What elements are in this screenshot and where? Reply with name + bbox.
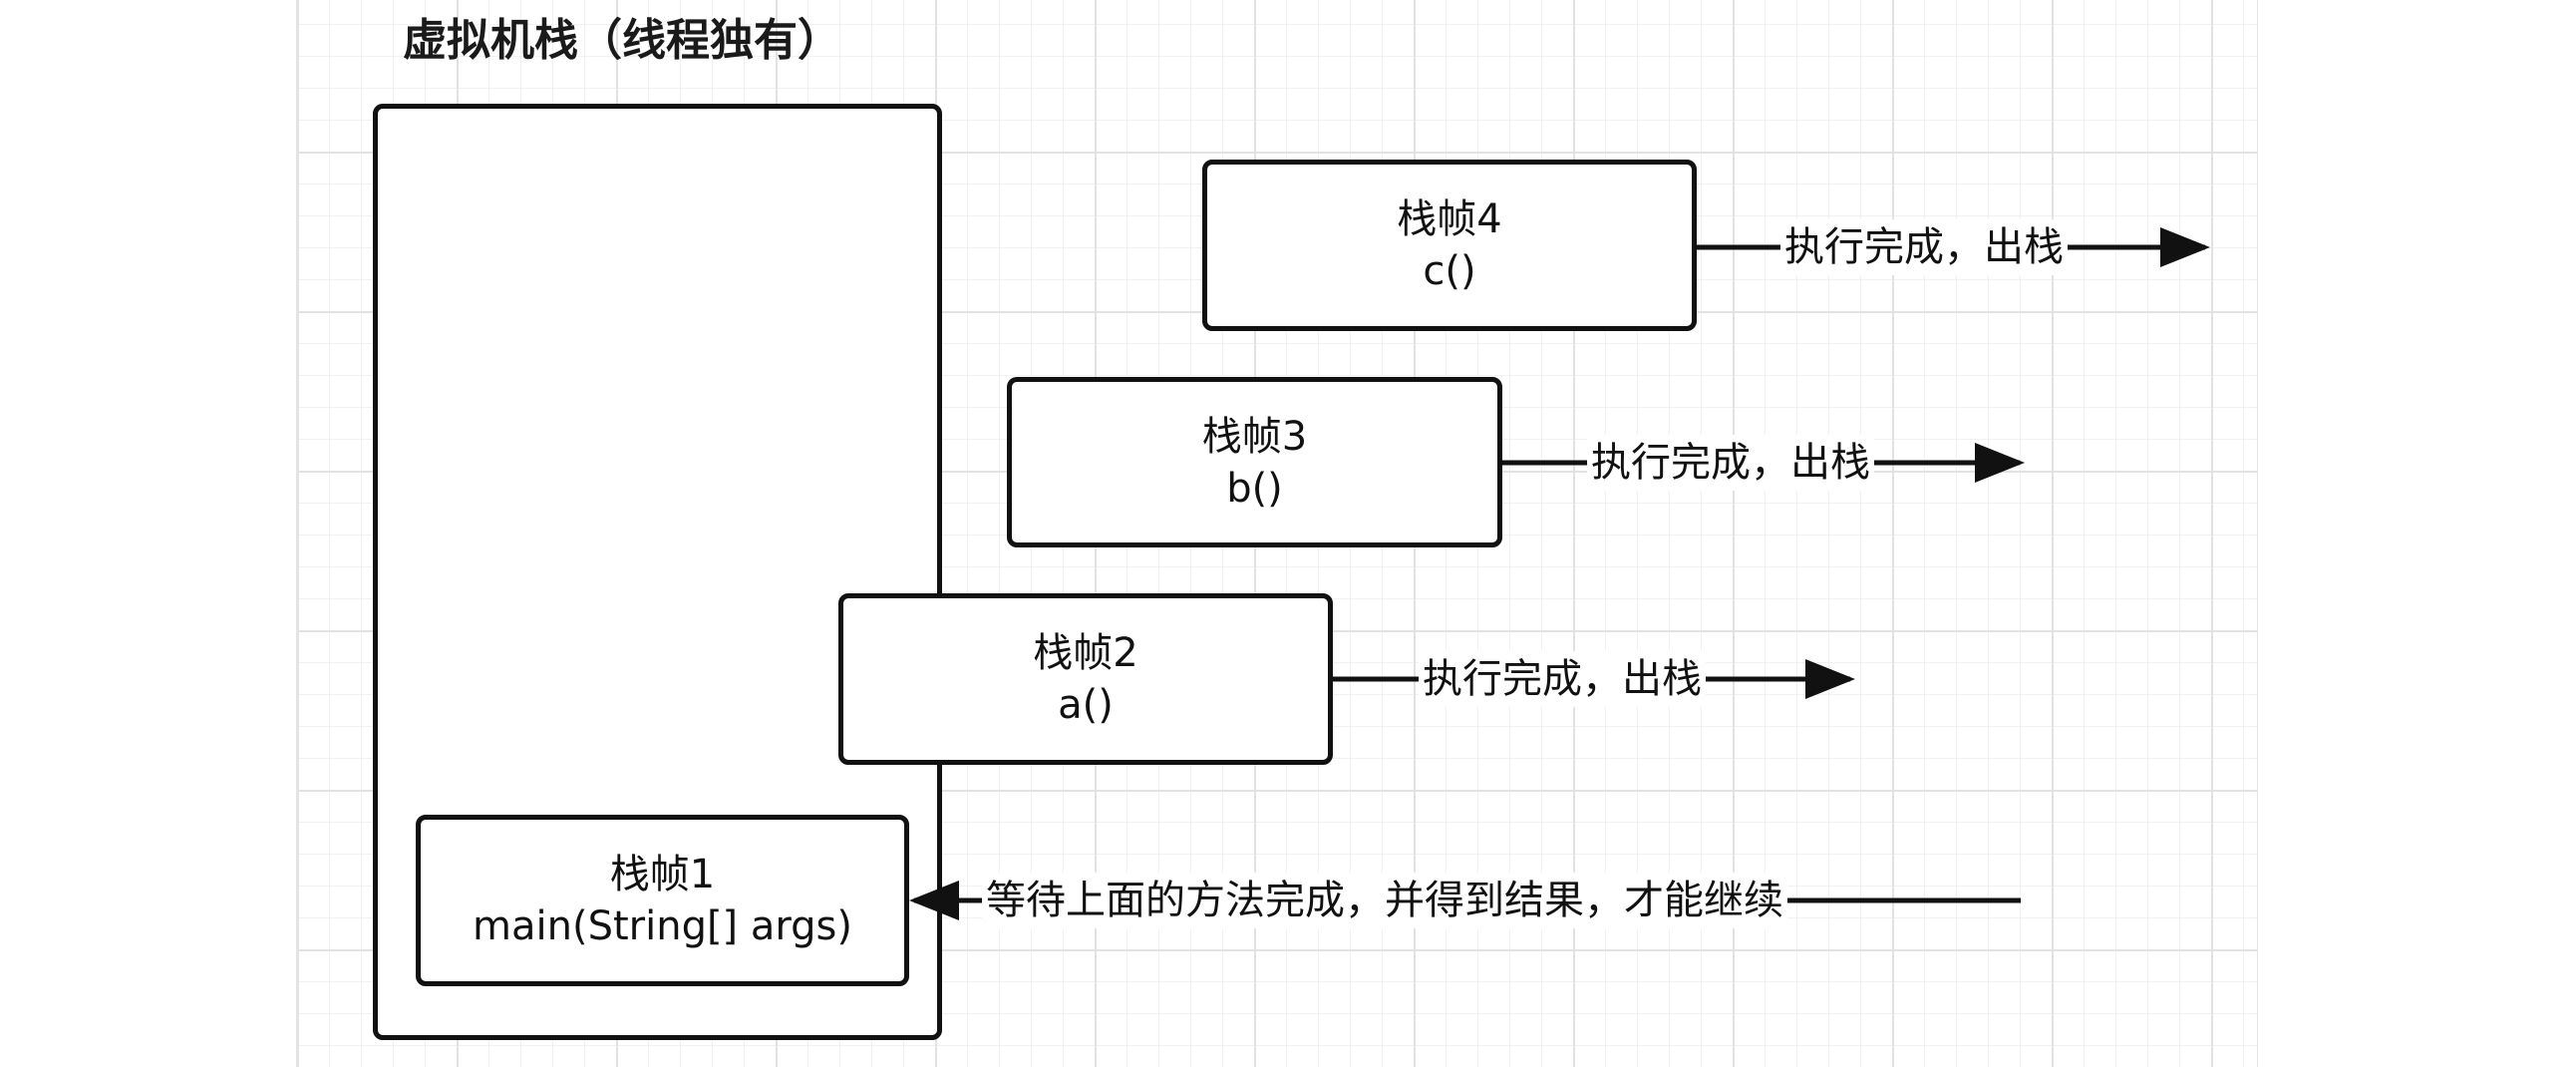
diagram-title: 虚拟机栈（线程独有） (403, 15, 841, 66)
pop-label-4: 执行完成，出栈 (1780, 219, 2068, 275)
frame-1-name: 栈帧1 (609, 852, 716, 897)
pop-label-2: 执行完成，出栈 (1419, 651, 1706, 707)
stack-frame-1: 栈帧1 main(String[] args) (416, 815, 909, 986)
stack-frame-3: 栈帧3 b() (1007, 377, 1502, 547)
pop-label-3: 执行完成，出栈 (1587, 435, 1874, 491)
stack-frame-4: 栈帧4 c() (1202, 160, 1697, 331)
frame-3-method: b() (1226, 465, 1283, 512)
frame-4-name: 栈帧4 (1397, 196, 1502, 242)
wait-label: 等待上面的方法完成，并得到结果，才能继续 (982, 873, 1787, 928)
frame-4-method: c() (1423, 248, 1476, 294)
frame-3-name: 栈帧3 (1201, 413, 1308, 460)
frame-2-method: a() (1058, 682, 1114, 728)
stack-frame-2: 栈帧2 a() (838, 593, 1333, 765)
frame-1-method: main(String[] args) (473, 903, 852, 949)
frame-2-name: 栈帧2 (1033, 630, 1138, 676)
